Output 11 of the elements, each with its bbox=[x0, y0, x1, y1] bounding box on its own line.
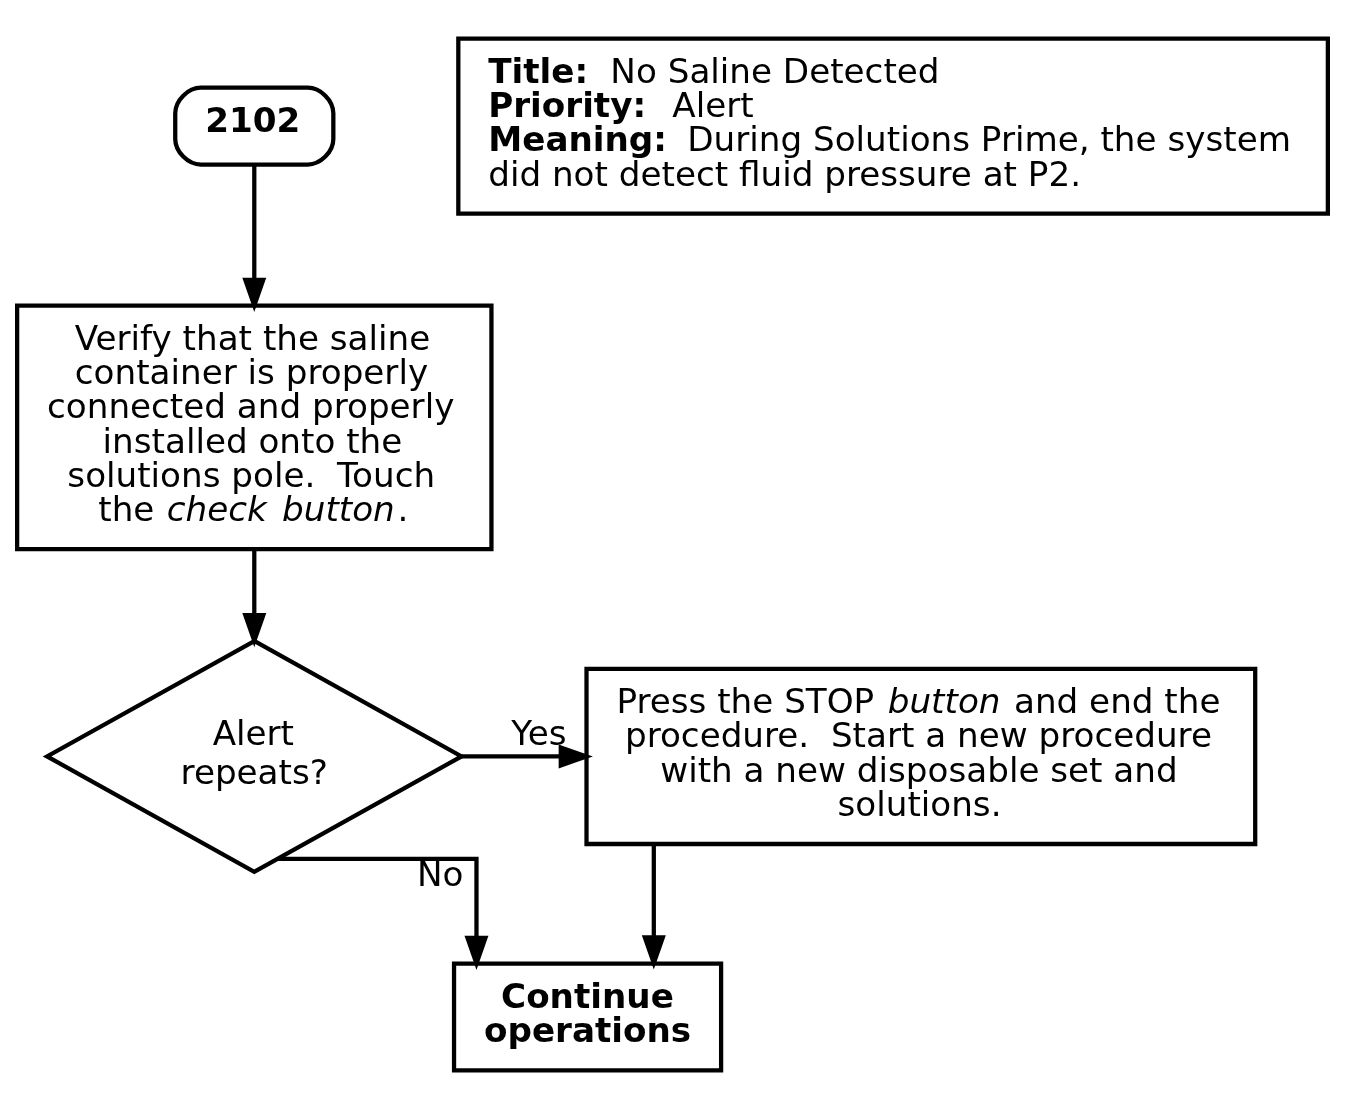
node-box: Verify that the saline container is properly connected and properly installed onto the solutions pole. Touch the check button. bbox=[15, 302, 494, 551]
arrow bbox=[461, 743, 593, 768]
node-box: Press the STOP button and end the procedure. Start a new procedure with a new disposable set and solutions. bbox=[584, 666, 1258, 846]
arrow bbox=[278, 856, 489, 970]
node-box: 2102 bbox=[173, 85, 336, 167]
edge-label: Yes bbox=[511, 712, 567, 753]
arrow bbox=[641, 844, 666, 970]
arrow bbox=[242, 549, 267, 647]
arrow bbox=[242, 164, 267, 312]
node-box: Continue operations bbox=[451, 961, 724, 1073]
node-box: Title: No Saline Detected Priority: Alert Meaning: During Solutions Prime, the system did not detect fluid pressure at P2. bbox=[456, 35, 1330, 216]
